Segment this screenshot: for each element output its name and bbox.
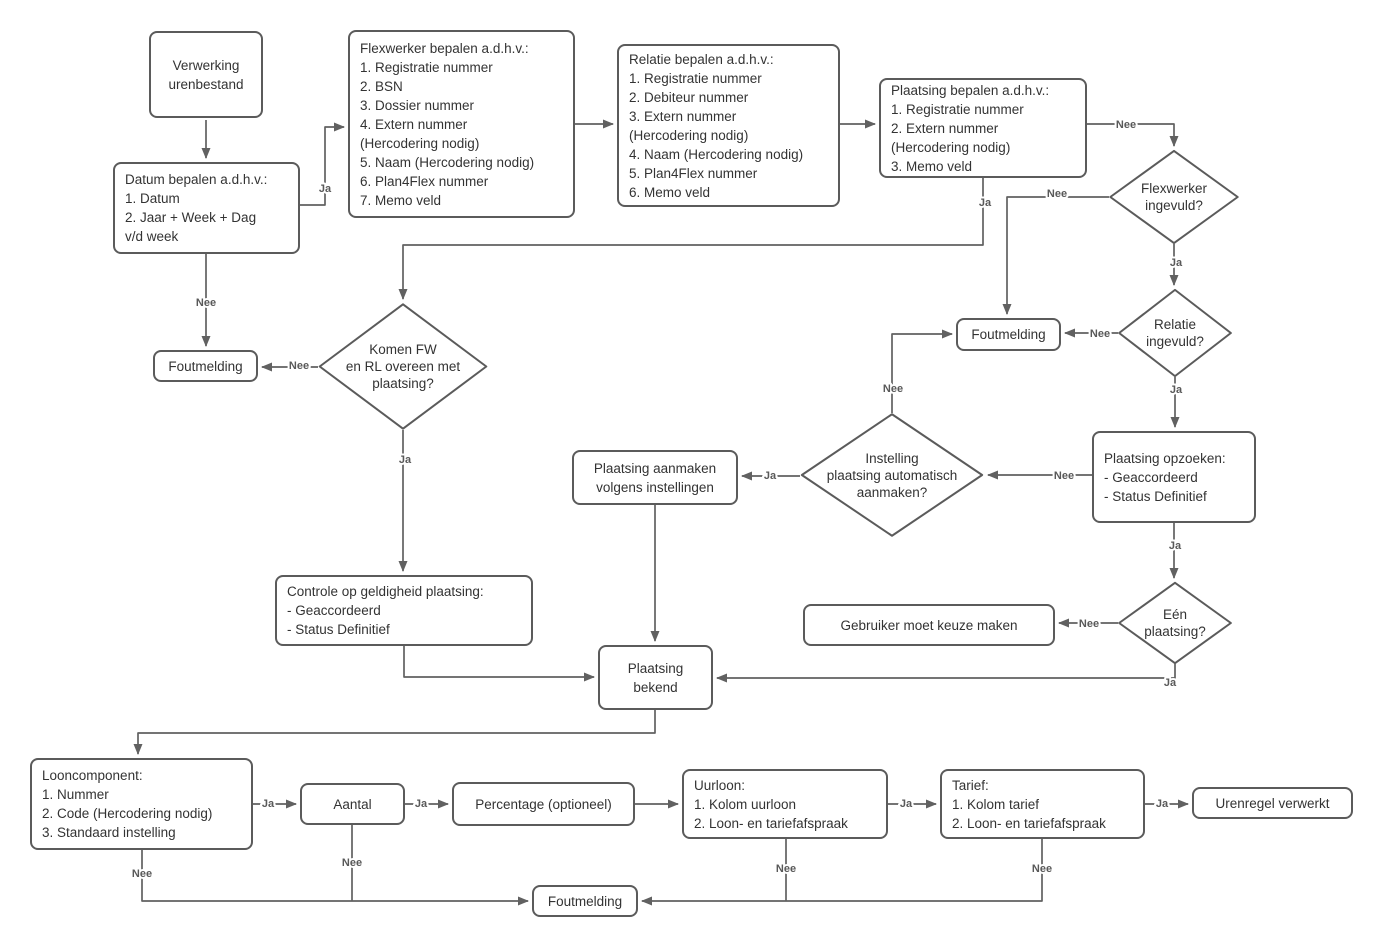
- node-aantal: Aantal: [300, 783, 405, 825]
- decision-relatie-ingevuld: Relatie ingevuld?: [1118, 289, 1232, 377]
- decision-instelling-automatisch-aanmaken: Instelling plaatsing automatisch aanmake…: [800, 413, 984, 537]
- edge-instelling-to-foutmelding-nee: [891, 329, 953, 413]
- node-urenregel-verwerkt: Urenregel verwerkt: [1192, 787, 1353, 819]
- node-verwerking-urenbestand: Verwerking urenbestand: [149, 31, 263, 118]
- edge-flexwerker-ingevuld-to-foutmelding-nee: [1002, 196, 1109, 315]
- edge-looncomponent-to-foutmelding-nee: [141, 850, 529, 906]
- edge-label: Ja: [415, 798, 428, 810]
- diamond-shape: [1118, 582, 1232, 664]
- edge-label: Ja: [900, 798, 913, 810]
- node-text: Foutmelding: [971, 327, 1046, 342]
- node-plaatsing-bekend: Plaatsing bekend: [598, 645, 713, 710]
- edge-label: Ja: [1156, 798, 1169, 810]
- diamond-shape: [1109, 150, 1239, 244]
- decision-komen-fw-rl-overeen: Komen FW en RL overeen met plaatsing?: [318, 303, 488, 430]
- edge-label: Nee: [776, 863, 796, 875]
- node-plaatsing-opzoeken: Plaatsing opzoeken: - Geaccordeerd - Sta…: [1092, 431, 1256, 523]
- node-text: Instelling plaatsing automatisch aanmake…: [826, 450, 958, 500]
- edge-label: Ja: [1169, 540, 1182, 552]
- edge-label: Ja: [1170, 257, 1183, 269]
- node-text: Gebruiker moet keuze maken: [840, 617, 1018, 633]
- edge-label: Ja: [979, 197, 992, 209]
- node-text: Flexwerker bepalen a.d.h.v.: 1. Registra…: [360, 40, 535, 208]
- node-text: Uurloon: 1. Kolom uurloon 2. Loon- en ta…: [694, 777, 848, 831]
- edge-label: Nee: [132, 868, 152, 880]
- diamond-shape: [800, 413, 984, 537]
- edge-label: Ja: [399, 454, 412, 466]
- node-text: Verwerking urenbestand: [168, 57, 244, 92]
- node-uurloon: Uurloon: 1. Kolom uurloon 2. Loon- en ta…: [682, 769, 888, 839]
- edge-label: Ja: [319, 183, 332, 195]
- edge-label: Nee: [1047, 188, 1067, 200]
- node-text: Plaatsing bekend: [627, 660, 684, 695]
- node-plaatsing-aanmaken: Plaatsing aanmaken volgens instellingen: [572, 450, 738, 505]
- edge-label: Nee: [196, 297, 216, 309]
- edge-datum-to-flexwerker: [300, 122, 345, 206]
- edge-label: Ja: [262, 798, 275, 810]
- node-flexwerker-bepalen: Flexwerker bepalen a.d.h.v.: 1. Registra…: [348, 30, 575, 218]
- edge-label: Nee: [1090, 328, 1110, 340]
- edge-label: Ja: [1164, 677, 1177, 689]
- diamond-shape: [318, 303, 488, 430]
- node-text: Flexwerker ingevuld?: [1140, 181, 1207, 213]
- edge-label: Nee: [1054, 470, 1074, 482]
- edge-label: Ja: [1170, 384, 1183, 396]
- node-foutmelding-right: Foutmelding: [956, 318, 1061, 351]
- edge-bekend-to-looncomponent: [133, 710, 656, 755]
- node-text: Plaatsing opzoeken: - Geaccordeerd - Sta…: [1104, 450, 1226, 504]
- node-text: Tarief: 1. Kolom tarief 2. Loon- en tari…: [952, 777, 1106, 831]
- edge-label: Nee: [883, 383, 903, 395]
- edge-label: Nee: [1079, 618, 1099, 630]
- node-text: Plaatsing bepalen a.d.h.v.: 1. Registrat…: [891, 82, 1050, 174]
- node-text: Datum bepalen a.d.h.v.: 1. Datum 2. Jaar…: [125, 172, 268, 244]
- node-controle-geldigheid: Controle op geldigheid plaatsing: - Geac…: [275, 575, 533, 646]
- edge-controle-to-bekend: [403, 646, 595, 682]
- node-looncomponent: Looncomponent: 1. Nummer 2. Code (Hercod…: [30, 758, 253, 850]
- node-text: Controle op geldigheid plaatsing: - Geac…: [287, 584, 484, 637]
- edge-label: Nee: [342, 857, 362, 869]
- node-relatie-bepalen: Relatie bepalen a.d.h.v.: 1. Registratie…: [617, 44, 840, 207]
- edge-plaatsing-bepalen-to-flexwerker-ingevuld: [1087, 123, 1179, 147]
- edge-een-plaatsing-to-bekend-ja: [716, 664, 1176, 683]
- decision-flexwerker-ingevuld: Flexwerker ingevuld?: [1109, 150, 1239, 244]
- node-text: Foutmelding: [168, 358, 243, 374]
- node-text: Relatie bepalen a.d.h.v.: 1. Registratie…: [629, 51, 804, 200]
- node-text: Relatie ingevuld?: [1146, 317, 1204, 349]
- node-datum-bepalen: Datum bepalen a.d.h.v.: 1. Datum 2. Jaar…: [113, 162, 300, 254]
- node-text: Percentage (optioneel): [475, 796, 612, 812]
- node-percentage: Percentage (optioneel): [452, 782, 635, 826]
- decision-een-plaatsing: Eén plaatsing?: [1118, 582, 1232, 664]
- node-gebruiker-keuze: Gebruiker moet keuze maken: [803, 604, 1055, 646]
- edge-label: Nee: [1032, 863, 1052, 875]
- node-text: Foutmelding: [547, 893, 623, 909]
- node-foutmelding-bottom: Foutmelding: [532, 885, 638, 917]
- edge-label: Nee: [289, 360, 309, 372]
- node-tarief: Tarief: 1. Kolom tarief 2. Loon- en tari…: [940, 769, 1145, 839]
- edge-label: Ja: [764, 470, 777, 482]
- edge-label: Nee: [1116, 119, 1136, 131]
- diamond-shape: [1118, 289, 1232, 377]
- node-plaatsing-bepalen: Plaatsing bepalen a.d.h.v.: 1. Registrat…: [879, 78, 1087, 178]
- node-text: Plaatsing aanmaken volgens instellingen: [593, 460, 717, 495]
- node-text: Komen FW en RL overeen met plaatsing?: [345, 342, 461, 391]
- edge-tarief-to-foutmelding-nee: [641, 839, 1043, 906]
- node-foutmelding-left: Foutmelding: [153, 350, 258, 382]
- node-text: Urenregel verwerkt: [1215, 795, 1330, 811]
- node-text: Aantal: [333, 796, 372, 812]
- node-text: Looncomponent: 1. Nummer 2. Code (Hercod…: [42, 768, 213, 840]
- node-text: Eén plaatsing?: [1144, 607, 1206, 639]
